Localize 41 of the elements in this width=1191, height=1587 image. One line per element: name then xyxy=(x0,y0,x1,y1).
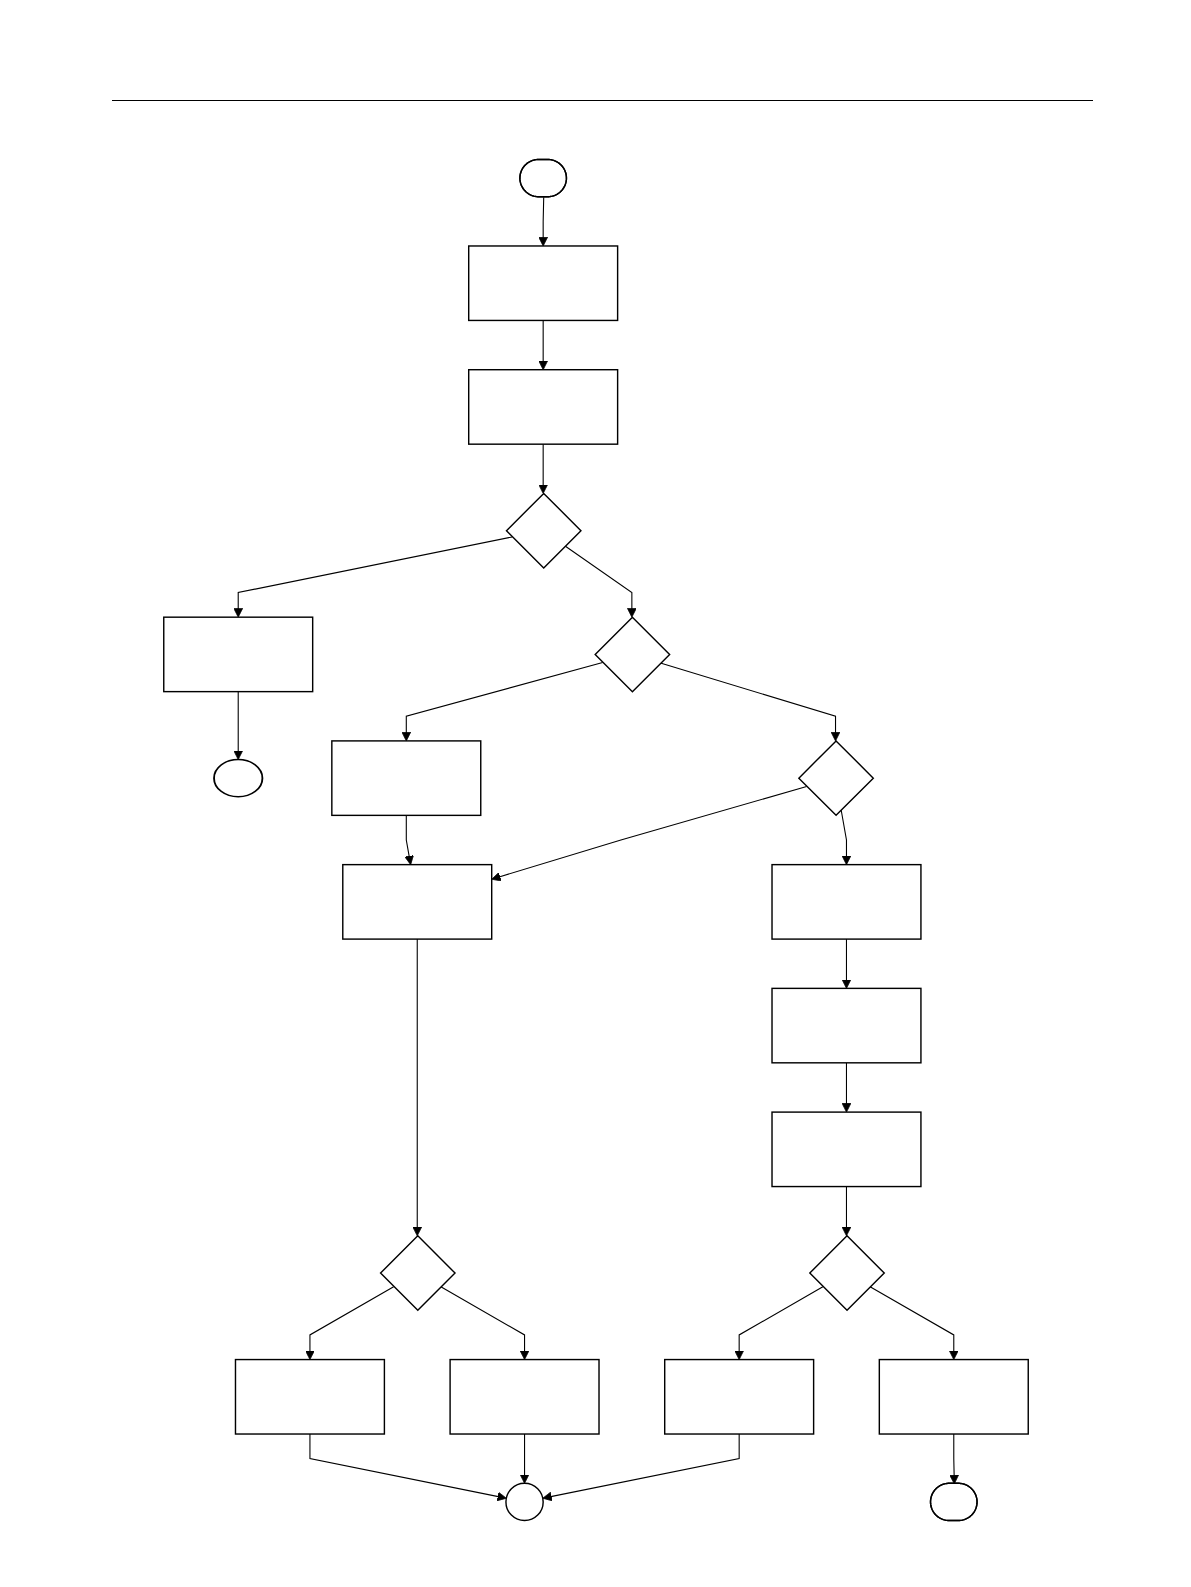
arrow xyxy=(733,1286,823,1360)
arrow xyxy=(537,319,548,371)
arrow xyxy=(537,196,548,247)
arrow xyxy=(537,443,548,494)
node-diamond xyxy=(797,739,874,817)
node-box xyxy=(770,987,922,1064)
node-diamond xyxy=(808,1234,885,1312)
node-ellipse xyxy=(212,758,263,798)
arrow xyxy=(411,938,422,1237)
arrow xyxy=(841,1062,851,1113)
arrow xyxy=(841,1186,851,1237)
node-box xyxy=(162,616,313,693)
arrow xyxy=(519,1433,529,1484)
arrow xyxy=(401,661,603,742)
arrow xyxy=(541,1433,740,1502)
arrow xyxy=(304,1286,394,1360)
node-box xyxy=(341,863,492,940)
arrow xyxy=(841,938,851,989)
node-box xyxy=(234,1358,385,1435)
node-diamond xyxy=(593,616,671,693)
node-diamond xyxy=(505,492,582,569)
node-box xyxy=(878,1358,1029,1435)
node-diamond xyxy=(379,1234,456,1312)
node-box xyxy=(770,863,922,940)
node-box xyxy=(467,369,618,445)
arrow xyxy=(232,536,513,618)
node-box xyxy=(330,740,481,817)
arrow xyxy=(948,1433,959,1485)
arrow xyxy=(869,1286,959,1360)
node-box xyxy=(467,245,618,322)
arrow xyxy=(659,662,840,742)
node-box xyxy=(770,1111,922,1188)
arrow xyxy=(840,809,851,866)
node-circle xyxy=(504,1482,544,1522)
arrow xyxy=(564,545,637,618)
arrow xyxy=(232,691,243,760)
arrow xyxy=(403,814,414,866)
node-box xyxy=(448,1358,600,1435)
arrow xyxy=(308,1433,507,1502)
node-box xyxy=(663,1358,814,1435)
arrow xyxy=(439,1286,529,1360)
